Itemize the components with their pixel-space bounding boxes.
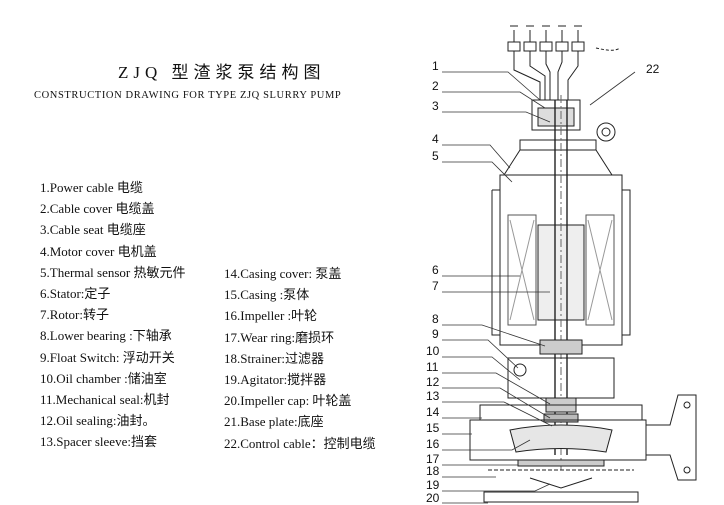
legend-item-14: 14.Casing cover: 泵盖 (224, 266, 342, 281)
callout-12: 12 (426, 375, 440, 389)
leader-lines (442, 71, 636, 504)
callout-4: 4 (432, 132, 439, 146)
legend-item-10: 10.Oil chamber :储油室 (40, 370, 167, 386)
legend-item-20: 20.Impeller cap: 叶轮盖 (224, 393, 352, 409)
legend-item-22: 22.Control cable：控制电缆 (224, 435, 376, 451)
callout-9: 9 (432, 327, 439, 341)
callout-7: 7 (432, 279, 439, 293)
callout-15: 15 (426, 421, 440, 435)
legend-item-17: 17.Wear ring:磨损环 (224, 329, 335, 345)
cable-seat-shape (531, 99, 581, 131)
legend-item-15: 15.Casing :泵体 (224, 287, 310, 303)
callout-17: 17 (426, 452, 440, 466)
float-switch-shape (513, 363, 527, 377)
drawing-subtitle: CONSTRUCTION DRAWING FOR TYPE ZJQ SLURRY… (34, 90, 342, 101)
callout-5: 5 (432, 149, 439, 163)
impeller-shape (509, 424, 613, 453)
agitator-shape (529, 477, 593, 489)
cable-wires (513, 47, 621, 100)
shaft-shape (554, 100, 568, 455)
callout-20: 20 (426, 491, 440, 505)
terminal-boxes (507, 25, 585, 52)
callout-22: 22 (646, 62, 660, 76)
legend-item-19: 19.Agitator:搅拌器 (224, 371, 327, 387)
cable-cover-shape (537, 107, 575, 127)
parts-legend-left: 1.Power cable 电缆 2.Cable cover 电缆盖 3.Cab… (40, 177, 186, 452)
legend-item-1: 1.Power cable 电缆 (40, 180, 143, 195)
casing-shape (469, 419, 647, 461)
callout-8: 8 (432, 312, 439, 326)
callout-2: 2 (432, 79, 439, 93)
legend-item-3: 3.Cable seat 电缆座 (40, 222, 146, 238)
base-plate-shape (483, 491, 639, 503)
callout-16: 16 (426, 437, 440, 451)
legend-item-6: 6.Stator:定子 (40, 285, 111, 301)
motor-cover-shape (503, 149, 613, 176)
legend-item-16: 16.Impeller :叶轮 (224, 308, 318, 324)
callout-19: 19 (426, 478, 440, 492)
legend-item-9: 9.Float Switch: 浮动开关 (40, 349, 175, 365)
legend-item-18: 18.Strainer:过滤器 (224, 350, 325, 366)
lower-bearing-shape (539, 339, 583, 355)
callout-3: 3 (432, 99, 439, 113)
pump-cross-section: 1 2 3 4 5 6 7 8 9 10 11 12 13 14 15 16 1… (426, 25, 697, 505)
legend-item-21: 21.Base plate:底座 (224, 414, 324, 430)
callout-11: 11 (426, 360, 439, 374)
legend-item-2: 2.Cable cover 电缆盖 (40, 201, 155, 217)
callout-14: 14 (426, 405, 440, 419)
legend-item-12: 12.Oil sealing:油封。 (40, 413, 156, 429)
legend-item-5: 5.Thermal sensor 热敏元件 (40, 264, 186, 280)
callout-18: 18 (426, 464, 440, 478)
wear-ring-shape (517, 459, 605, 467)
lifting-eye-shape (596, 122, 616, 142)
stator-shape (507, 214, 615, 326)
callout-1: 1 (432, 59, 439, 73)
parts-legend-right: 14.Casing cover: 泵盖 15.Casing :泵体 16.Imp… (224, 263, 376, 454)
legend-item-11: 11.Mechanical seal:机封 (40, 391, 170, 407)
oil-sealing-shape (543, 413, 579, 423)
discharge-outlet-shape (646, 394, 697, 481)
callout-13: 13 (426, 389, 440, 403)
legend-item-4: 4.Motor cover 电机盖 (40, 243, 157, 259)
callout-6: 6 (432, 263, 439, 277)
legend-item-8: 8.Lower bearing :下轴承 (40, 328, 172, 344)
legend-item-13: 13.Spacer sleeve:挡套 (40, 434, 157, 450)
drawing-title: ZJQ 型渣浆泵结构图 (118, 63, 326, 82)
callout-10: 10 (426, 344, 440, 358)
legend-item-7: 7.Rotor:转子 (40, 307, 109, 323)
